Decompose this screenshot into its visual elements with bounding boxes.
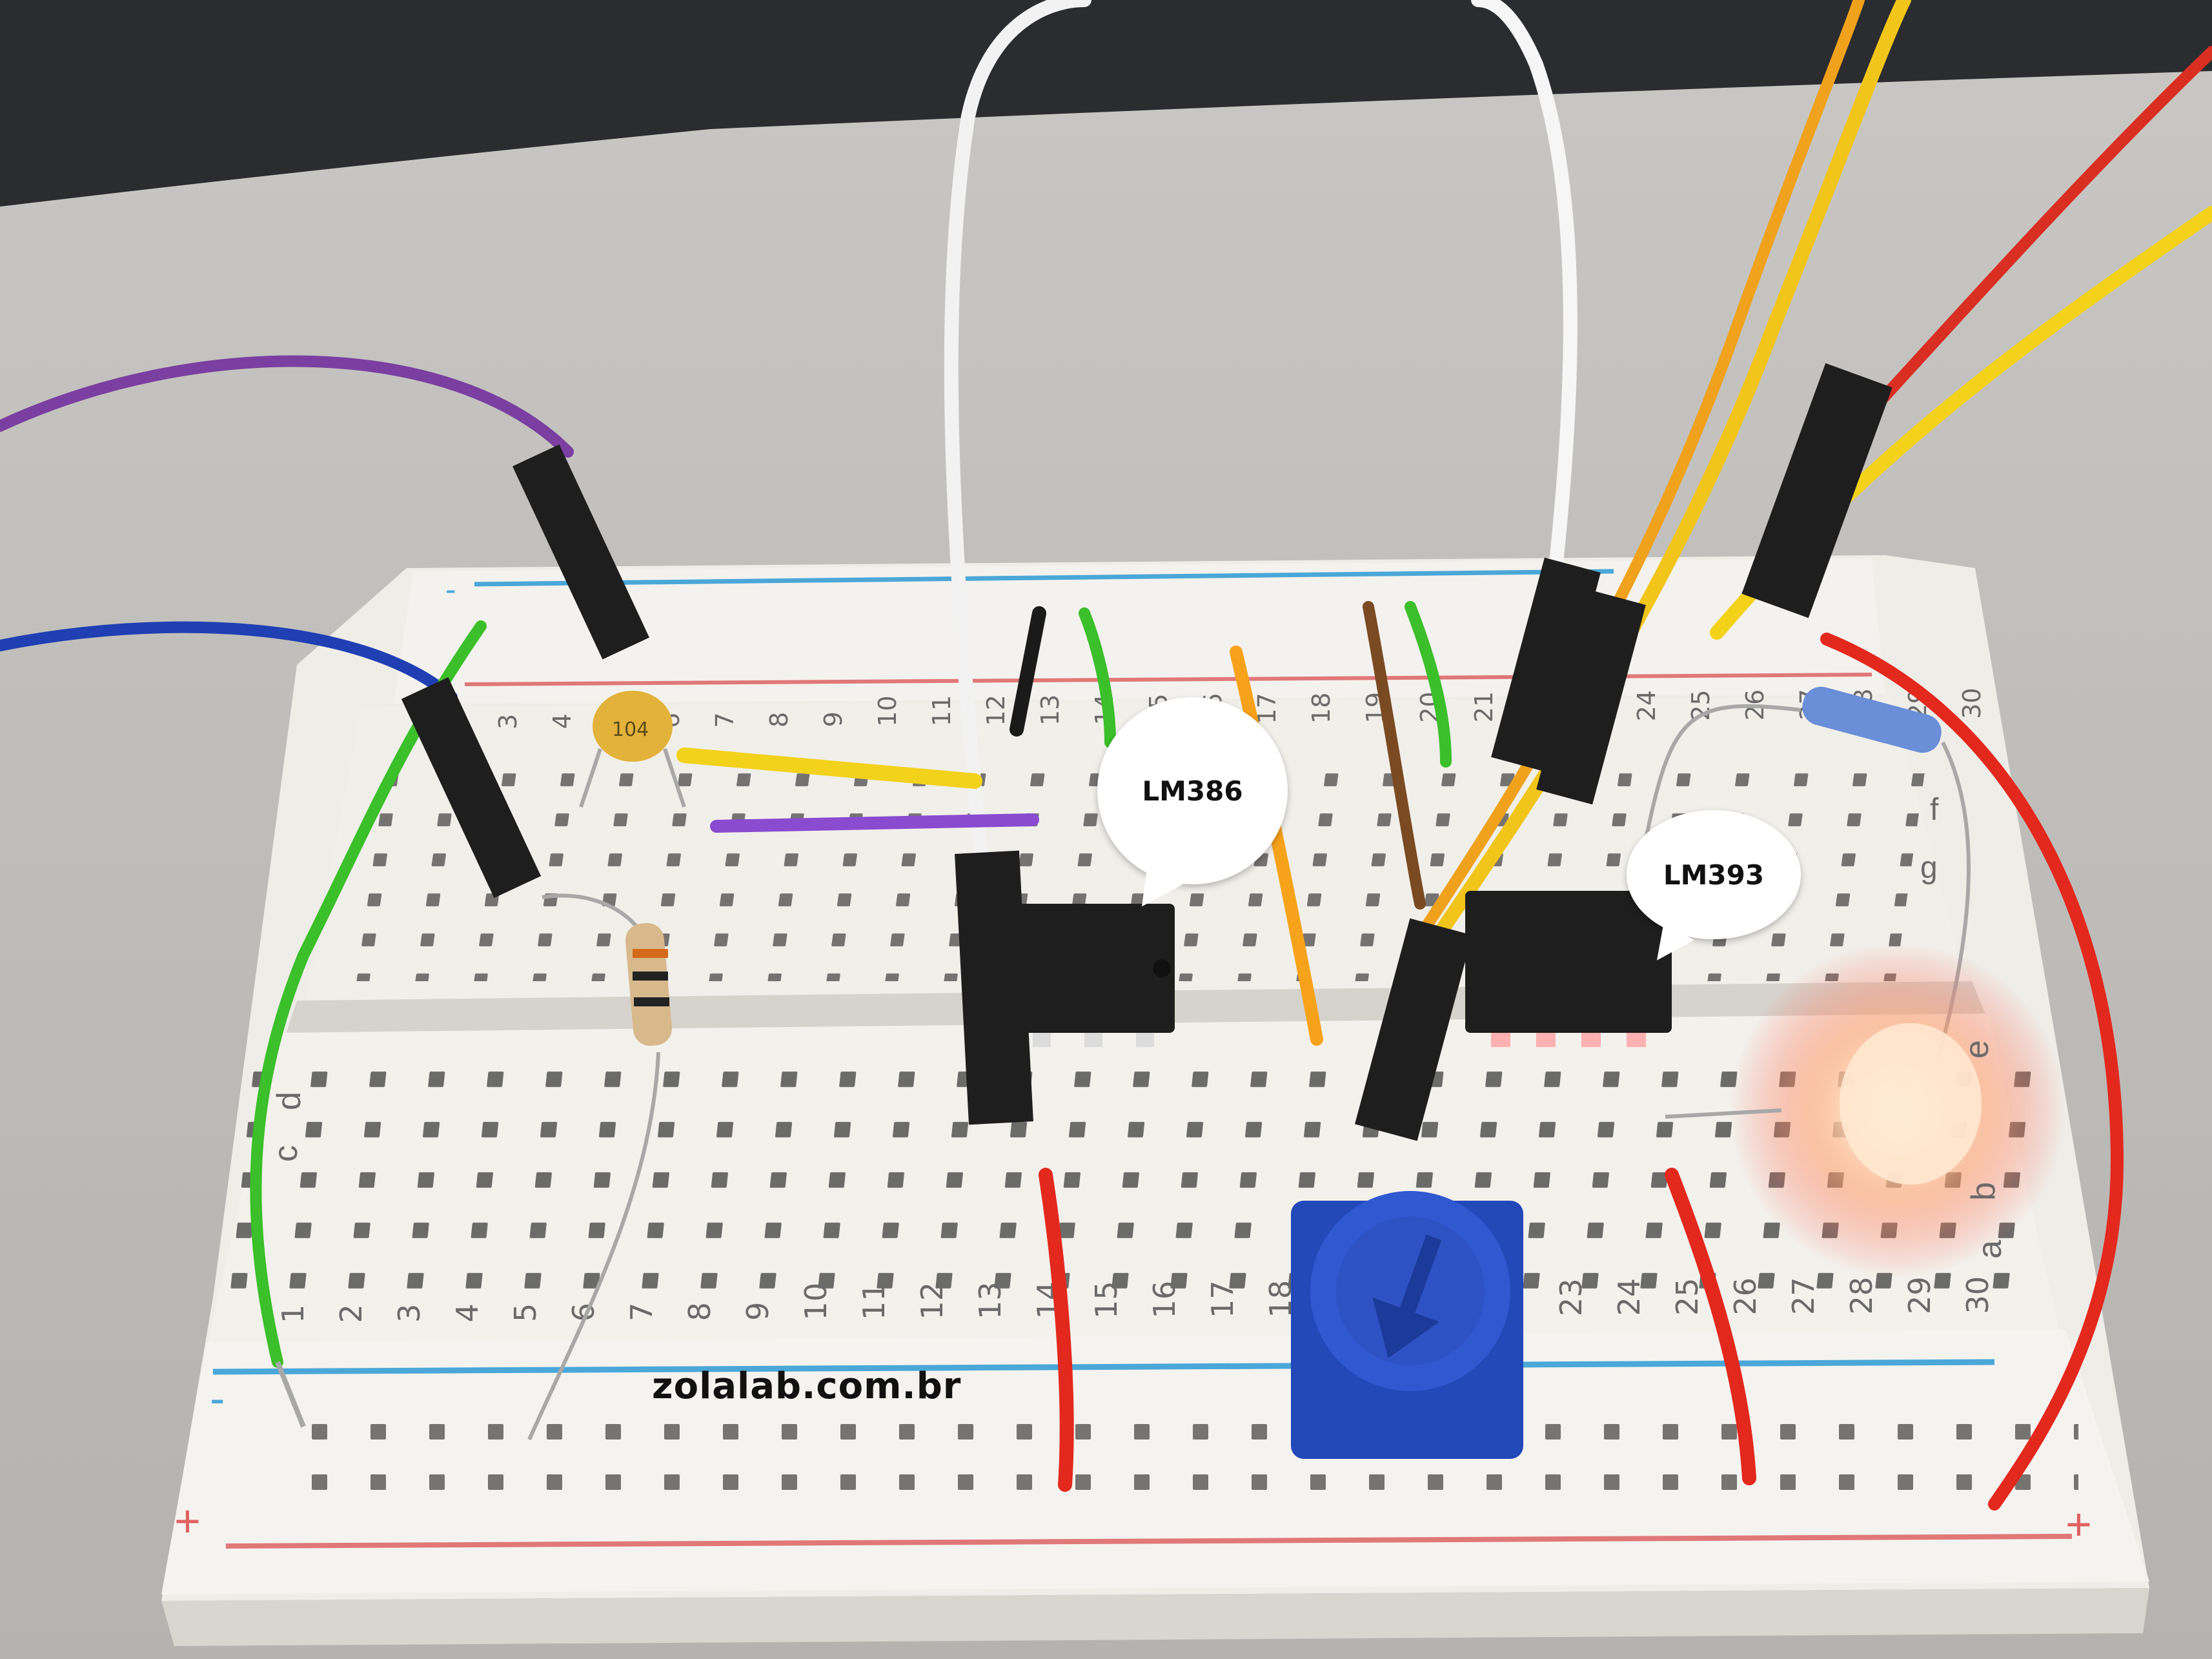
bottom-col-number: 5: [508, 1303, 543, 1322]
bottom-col-number: 29: [1902, 1276, 1937, 1314]
bottom-col-number: 15: [1089, 1281, 1124, 1319]
green-wire-left: [250, 620, 487, 1368]
lm386-callout: LM386: [1097, 697, 1288, 919]
led-lit: [1665, 942, 2065, 1278]
green-jumper-2: [1405, 601, 1452, 768]
row-letter-c: c: [267, 1145, 305, 1162]
white-connector-right: [1491, 557, 1601, 773]
yellow-wire-a: [1413, 0, 1911, 969]
row-letter-b: b: [1965, 1182, 2002, 1201]
top-col-number: 9: [819, 711, 847, 727]
potentiometer: [1291, 1191, 1523, 1459]
bottom-col-number: 7: [624, 1303, 659, 1321]
bottom-col-number: 26: [1728, 1277, 1763, 1316]
top-col-number: 12: [982, 695, 1010, 726]
monitor-base: [0, 0, 2212, 207]
white-wire-left: [944, 0, 1091, 866]
bottom-col-number: 10: [798, 1283, 833, 1321]
yellow-jumper-long: [676, 748, 982, 789]
top-col-number: 4: [548, 713, 576, 729]
purple-jumper: [710, 813, 1039, 833]
bottom-col-number: 27: [1786, 1277, 1821, 1315]
red-wire-right: [1820, 633, 2124, 1511]
bottom-col-number: 1: [276, 1305, 310, 1323]
bottom-col-number: 4: [450, 1303, 485, 1322]
bottom-col-number: 16: [1147, 1281, 1182, 1319]
bottom-col-number: 23: [1554, 1278, 1588, 1316]
green-jumper-1: [1079, 607, 1116, 748]
blue-wire: [0, 621, 458, 703]
orange-jumper: [1230, 646, 1323, 1046]
bottom-col-number: 24: [1612, 1278, 1647, 1316]
top-col-number: 18: [1307, 693, 1335, 724]
watermark: zolalab.com.br: [652, 1365, 962, 1407]
top-col-number: 24: [1632, 690, 1661, 721]
yellow-connector-mid: [1536, 589, 1646, 805]
lm386-label: LM386: [1142, 775, 1243, 807]
row-letter-f: f: [1930, 793, 1939, 827]
ceramic-capacitor: 104: [579, 691, 686, 808]
brown-jumper: [1363, 601, 1426, 910]
purple-connector: [512, 444, 649, 660]
rail-plus-left: +: [174, 1496, 201, 1546]
svg-text:104: 104: [612, 718, 649, 741]
orange-wire-top: [1401, 0, 1865, 961]
rail-plus-right: +: [2065, 1499, 2092, 1549]
bottom-col-number: 30: [1960, 1276, 1995, 1314]
white-wire-right: [1471, 0, 1578, 575]
resistor-left: [527, 893, 672, 1441]
top-col-number: 7: [711, 712, 739, 728]
top-col-number: 30: [1958, 687, 1986, 718]
red-jumper-1: [1039, 1168, 1074, 1492]
row-letter-a: a: [1971, 1240, 2009, 1259]
bottom-col-number: 11: [857, 1282, 891, 1320]
row-letter-e: e: [1958, 1040, 1996, 1059]
top-col-number: 13: [1036, 695, 1064, 726]
bottom-col-number: 28: [1844, 1277, 1879, 1315]
top-col-number: 10: [873, 695, 902, 726]
bottom-col-number: 2: [334, 1304, 369, 1323]
rail-minus-top: -: [445, 571, 456, 607]
red-jumper-2: [1665, 1168, 1756, 1485]
rail-minus-bottom: -: [210, 1373, 225, 1423]
top-col-number: 3: [494, 714, 522, 729]
bottom-col-number: 9: [740, 1302, 775, 1321]
lm393-chip: [1465, 891, 1672, 1047]
black-jumper: [1010, 606, 1046, 737]
bottom-col-number: 13: [973, 1281, 1008, 1319]
top-col-number: 21: [1470, 691, 1498, 722]
lm386-chip: [1007, 904, 1175, 1047]
red-wire-top: [1840, 46, 2212, 445]
top-col-number: 11: [928, 695, 956, 726]
purple-wire: [0, 355, 574, 458]
top-col-number: 8: [765, 712, 793, 728]
bottom-col-number: 8: [682, 1302, 717, 1321]
row-letter-d: d: [270, 1092, 308, 1110]
lm393-label: LM393: [1663, 859, 1765, 891]
row-letter-g: g: [1920, 851, 1938, 885]
bottom-col-number: 25: [1670, 1277, 1705, 1316]
orange-connector: [1354, 918, 1473, 1141]
lm393-callout: LM393: [1627, 810, 1801, 972]
bottom-col-number: 17: [1205, 1280, 1240, 1318]
bottom-col-number: 12: [915, 1282, 949, 1320]
blue-connector: [401, 677, 542, 898]
bottom-col-number: 3: [392, 1304, 427, 1323]
right-connector-top: [1741, 363, 1892, 618]
